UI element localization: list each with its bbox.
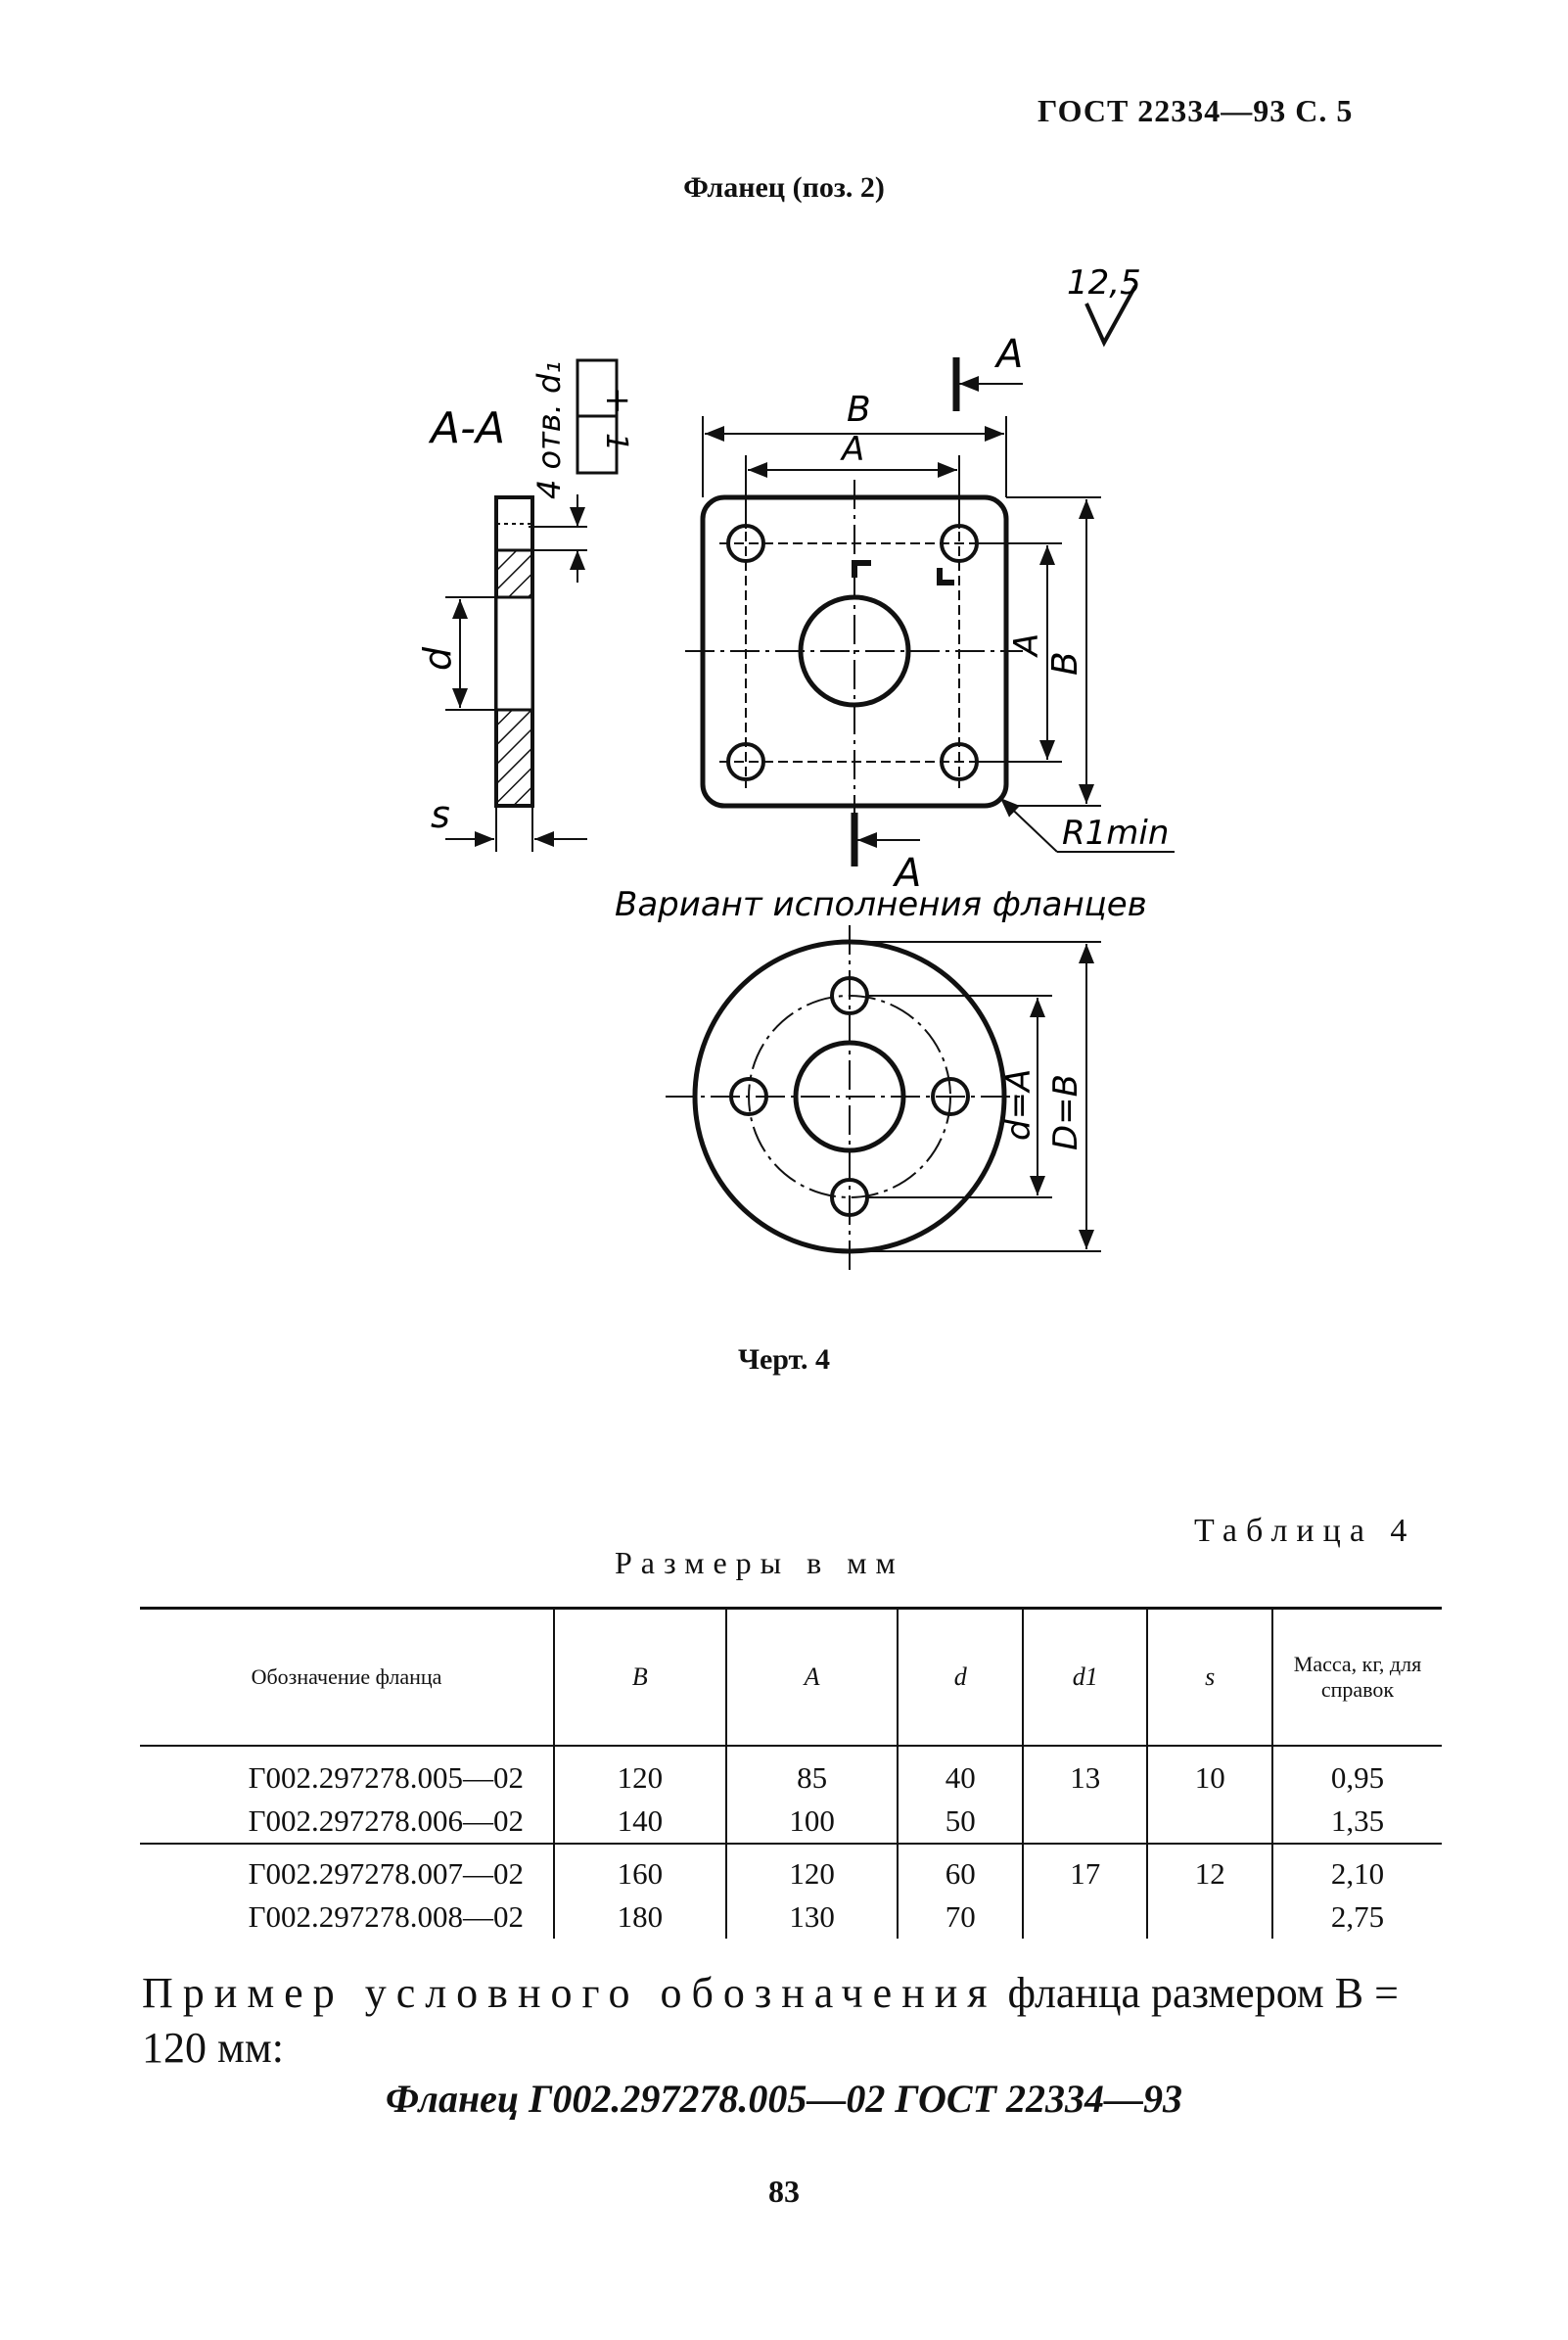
cell-mass: 1,35	[1271, 1800, 1442, 1844]
document-header: ГОСТ 22334—93 С. 5	[1038, 93, 1354, 128]
figure-caption: Черт. 4	[737, 1343, 831, 1376]
figure-title: Фланец (поз. 2)	[683, 171, 885, 204]
table-row: Г002.297278.007—02 160 120 60 17 12 2,10	[140, 1843, 1442, 1895]
roughness-value: 12,5	[1067, 263, 1141, 303]
example-rest-text: фланца размером В = 120 мм:	[142, 1969, 1399, 2072]
example-paragraph: Пример условного обозначения фланца разм…	[142, 1966, 1444, 2076]
cell-d: 50	[897, 1800, 1023, 1844]
table-row: Г002.297278.006—02 140 100 50 1,35	[140, 1800, 1442, 1844]
example-spaced-text: Пример условного обозначения	[142, 1969, 997, 2017]
table-row: Г002.297278.005—02 120 85 40 13 10 0,95	[140, 1746, 1442, 1800]
dim-dA-label: d=А	[999, 1069, 1038, 1141]
cell-B: 140	[553, 1800, 726, 1844]
cell-d: 60	[897, 1843, 1023, 1895]
section-label: А-А	[428, 403, 505, 453]
cell-s: 12	[1146, 1843, 1272, 1895]
radius-note: R1min	[1062, 814, 1169, 853]
dim-A-vertical-label: А	[1007, 633, 1046, 658]
holes-callout: 4 отв. d₁	[530, 361, 568, 499]
cell-s	[1146, 1895, 1272, 1939]
dim-s-label: s	[431, 793, 450, 836]
header-A: А	[724, 1607, 899, 1747]
cell-B: 160	[553, 1843, 726, 1895]
header-designation: Обозначение фланца	[140, 1607, 554, 1747]
square-flange-view: В А А В А А R1min	[685, 332, 1175, 896]
cell-d1: 13	[1021, 1746, 1148, 1800]
example-designation: Фланец Г002.297278.005—02 ГОСТ 22334—93	[386, 2077, 1182, 2121]
dim-B-label: В	[847, 390, 871, 430]
cell-designation: Г002.297278.006—02	[248, 1803, 524, 1838]
dim-DB-label: D=В	[1046, 1074, 1085, 1150]
header-mass: Масса, кг, для справок	[1271, 1607, 1442, 1747]
section-arrow-bottom: А	[892, 851, 921, 896]
section-arrow-top: А	[993, 332, 1023, 377]
dim-B-vertical-label: В	[1045, 651, 1085, 676]
cell-B: 120	[553, 1746, 726, 1800]
cell-mass: 2,10	[1271, 1843, 1442, 1895]
table-header-row: Обозначение фланца В А d d1 s Масса, кг,…	[140, 1607, 1442, 1747]
roughness-symbol: 12,5	[1067, 263, 1141, 348]
cell-d1: 17	[1021, 1843, 1148, 1895]
tolerance-value: 1	[599, 433, 633, 451]
table-row: Г002.297278.008—02 180 130 70 2,75	[140, 1895, 1442, 1939]
cell-d1	[1021, 1800, 1148, 1844]
header-d1: d1	[1021, 1607, 1148, 1747]
variant-title: Вариант исполнения фланцев	[615, 885, 1147, 924]
flange-drawing: 12,5 А-А 4 отв. d₁ + 1 d s	[416, 263, 1175, 1273]
dim-A-label: А	[840, 430, 864, 469]
cell-A: 85	[724, 1746, 899, 1800]
cell-A: 100	[724, 1800, 899, 1844]
table-label: Таблица 4	[1194, 1513, 1416, 1549]
cell-d: 70	[897, 1895, 1023, 1939]
tolerance-symbol: +	[598, 387, 637, 415]
dim-d-label: d	[416, 646, 459, 671]
cell-designation: Г002.297278.008—02	[248, 1899, 524, 1934]
cell-d1	[1021, 1895, 1148, 1939]
cell-d: 40	[897, 1746, 1023, 1800]
cell-designation: Г002.297278.005—02	[248, 1760, 524, 1795]
table-units: Размеры в мм	[615, 1545, 904, 1580]
cell-mass: 2,75	[1271, 1895, 1442, 1939]
header-d: d	[897, 1607, 1023, 1747]
round-flange-view: d=А D=В	[666, 925, 1101, 1273]
cell-mass: 0,95	[1271, 1746, 1442, 1800]
section-view: А-А 4 отв. d₁ + 1 d s	[416, 358, 637, 852]
header-B: В	[553, 1607, 726, 1747]
page-number: 83	[768, 2174, 800, 2209]
cell-A: 130	[724, 1895, 899, 1939]
dimensions-table: Обозначение фланца В А d d1 s Масса, кг,…	[140, 1607, 1442, 1939]
cell-designation: Г002.297278.007—02	[140, 1843, 554, 1895]
cell-s	[1146, 1800, 1272, 1844]
cell-A: 120	[724, 1843, 899, 1895]
cell-s: 10	[1146, 1746, 1272, 1800]
cell-B: 180	[553, 1895, 726, 1939]
header-s: s	[1146, 1607, 1272, 1747]
